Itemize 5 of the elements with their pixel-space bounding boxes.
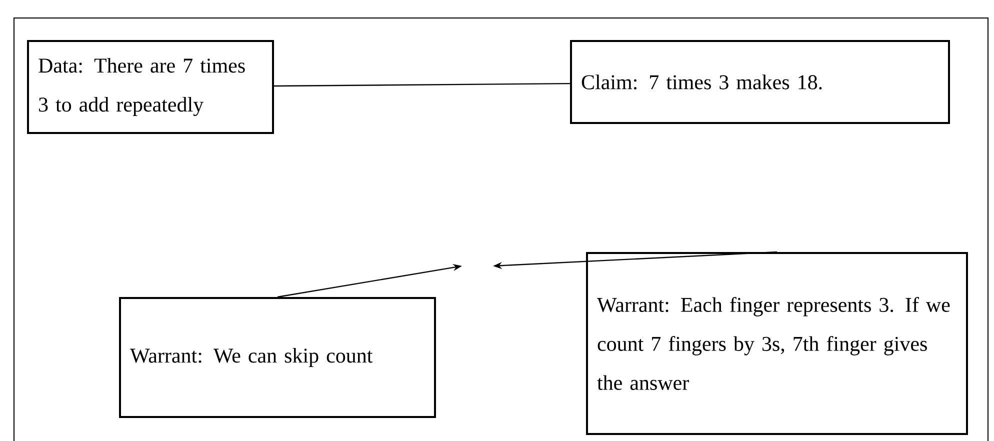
text-box: Warrant: We can skip count: [119, 297, 436, 418]
text-box: Claim: 7 times 3 makes 18.: [570, 40, 950, 124]
text-box: Warrant: Each finger represents 3. If we count 7 fingers by 3s, 7th finger gives the answer: [586, 252, 968, 435]
connector-line: [274, 82, 570, 87]
text-box: Data: There are 7 times 3 to add repeatedly: [27, 40, 274, 134]
